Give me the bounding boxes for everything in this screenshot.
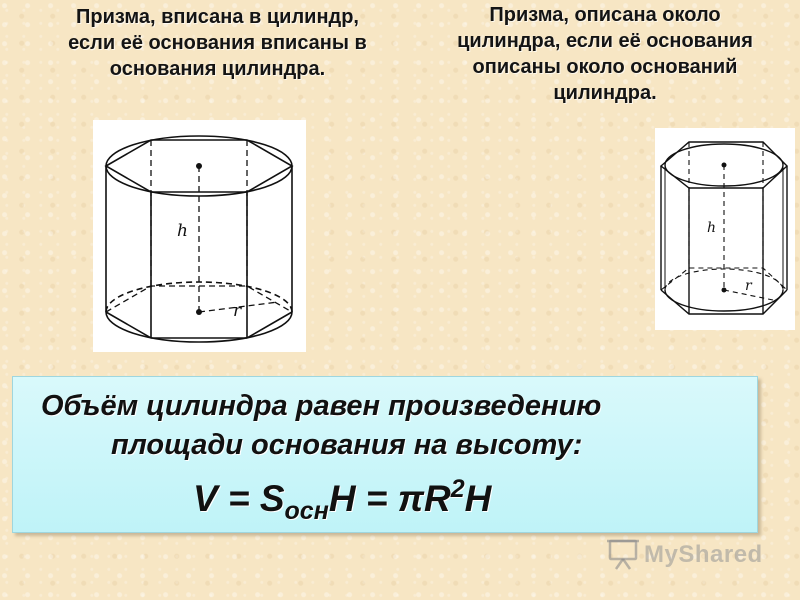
- inscribed-prism-drawing: h r: [104, 135, 294, 343]
- height-label: h: [707, 220, 716, 236]
- volume-statement: Объём цилиндра равен произведению площад…: [41, 387, 741, 465]
- radius-label: r: [233, 301, 242, 321]
- statement-line-2: площади основания на высоту:: [111, 429, 583, 461]
- circumscribed-prism-drawing: h r: [659, 141, 789, 315]
- caption-circumscribed-prism: Призма, описана около цилиндра, если её …: [457, 4, 753, 104]
- formula-superscript: 2: [450, 475, 465, 503]
- radius-label: r: [745, 278, 753, 294]
- statement-line-1: Объём цилиндра равен произведению: [41, 390, 602, 422]
- circumscribed-prism-figure: h r: [655, 128, 795, 330]
- presentation-board-icon: [607, 539, 639, 570]
- volume-formula: V = SоснH = πR2H: [193, 475, 491, 526]
- myshared-watermark: MyShared: [606, 537, 776, 571]
- formula-subscript: осн: [284, 497, 329, 525]
- formula-v: V = S: [193, 478, 285, 519]
- volume-formula-box: Объём цилиндра равен произведению площад…: [12, 376, 758, 533]
- inscribed-prism-figure: h r: [93, 120, 306, 352]
- formula-end: H: [464, 478, 492, 519]
- watermark-text: MyShared: [644, 541, 763, 568]
- caption-inscribed-prism: Призма, вписана в цилиндр, если её основ…: [68, 6, 367, 80]
- height-label: h: [177, 221, 188, 241]
- formula-mid: H = πR: [328, 478, 451, 519]
